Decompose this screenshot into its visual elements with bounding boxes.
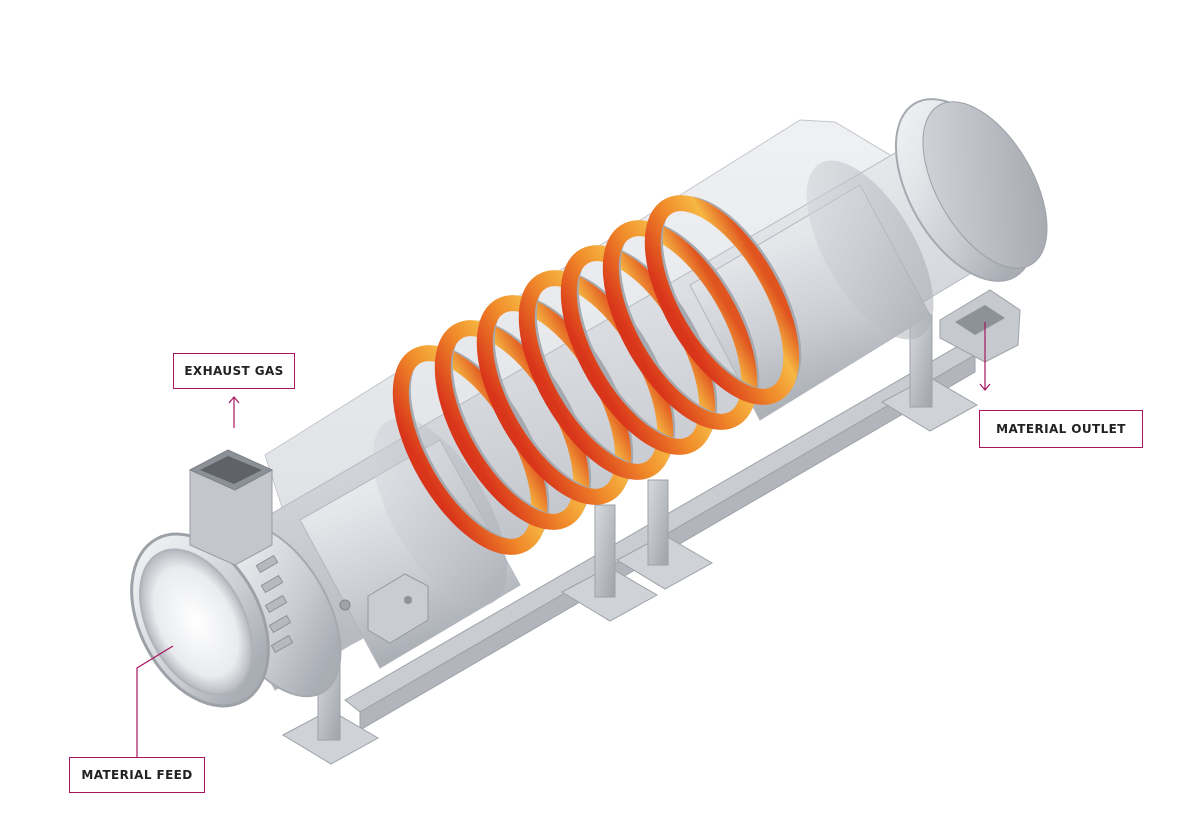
heating-band	[602, 220, 758, 430]
material-outlet-label: MATERIAL OUTLET	[979, 410, 1143, 448]
support-foot	[615, 479, 714, 590]
support-foot	[560, 504, 659, 622]
kiln-drum	[199, 129, 1011, 691]
material-feed-label: MATERIAL FEED	[69, 757, 205, 793]
outlet-end	[894, 98, 1048, 363]
heating-zone	[392, 195, 802, 555]
material-outlet-arrowhead	[979, 383, 991, 391]
inlet-end	[130, 449, 429, 708]
heating-band	[644, 195, 800, 405]
exhaust-gas-label: EXHAUST GAS	[173, 353, 295, 389]
support-frame	[281, 314, 979, 765]
exhaust-gas-arrowhead	[228, 396, 240, 404]
callout-leaders	[136, 322, 991, 757]
material-feed-leader	[136, 645, 174, 757]
